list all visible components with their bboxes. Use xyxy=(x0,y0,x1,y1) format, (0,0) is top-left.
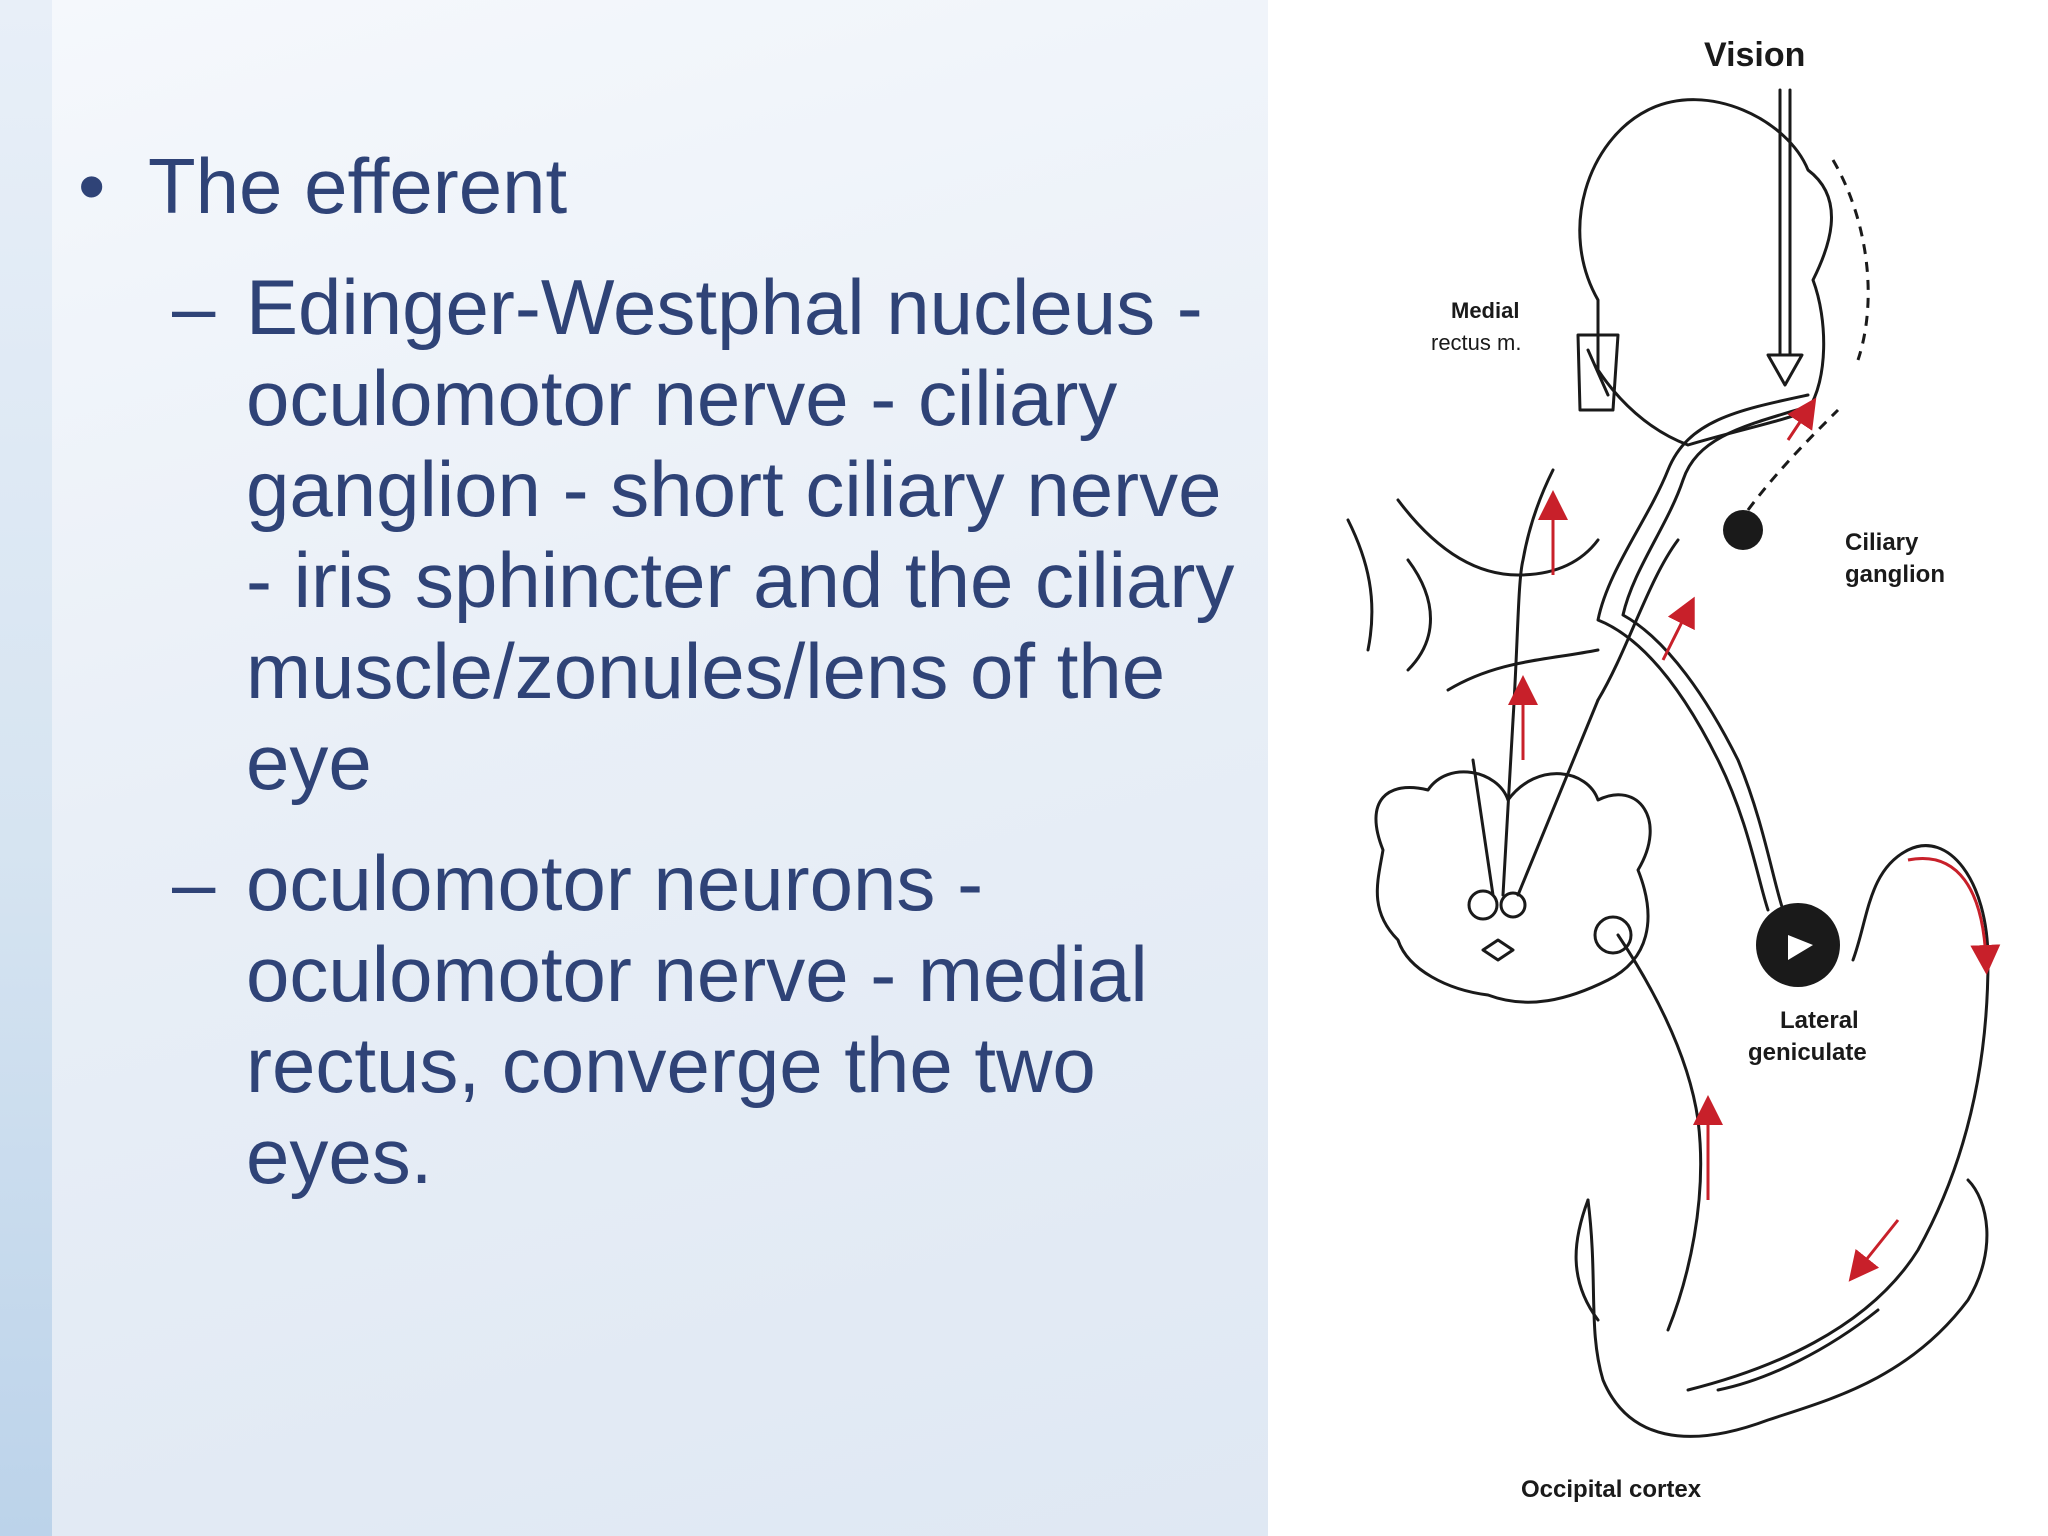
chiasm-left-lower xyxy=(1446,648,1600,692)
left-accent-strip xyxy=(0,0,52,1536)
vision-arrow-head xyxy=(1766,353,1804,387)
sub-bullet-list: – Edinger-Westphal nucleus - oculomotor … xyxy=(70,262,1234,1202)
chiasm-left-upper xyxy=(1396,498,1600,577)
label-ciliary-line1: Ciliary xyxy=(1845,529,1919,556)
label-lateral-line1: Lateral xyxy=(1780,1007,1859,1034)
label-vision: Vision xyxy=(1704,36,1805,74)
red-arrow xyxy=(1661,596,1695,661)
pretectal-nucleus xyxy=(1593,915,1633,955)
brain-left-edge xyxy=(1346,518,1374,652)
sub-bullet-medial-rectus: – oculomotor neurons - oculomotor nerve … xyxy=(70,838,1246,1202)
main-bullet-text: The efferent xyxy=(148,142,568,230)
text-panel xyxy=(52,0,1268,1536)
medial-rectus-muscle xyxy=(1576,333,1620,412)
ciliary-ganglion-body xyxy=(1723,510,1763,550)
label-occipital-cortex: Occipital cortex xyxy=(1521,1476,1702,1503)
diagram-panel xyxy=(1268,0,2048,1536)
red-arrow xyxy=(1907,857,2001,975)
near-reflex-pathway-diagram: Vision Medial rectus m. Ciliary ganglion… xyxy=(1346,36,2001,1503)
label-medial-rectus-line2: rectus m. xyxy=(1431,330,1521,355)
dash-marker: – xyxy=(172,839,216,927)
label-ciliary-line2: ganglion xyxy=(1845,561,1945,588)
ew-nucleus xyxy=(1467,889,1499,921)
optic-nerve-left xyxy=(1596,393,1810,912)
label-medial-rectus-line1: Medial xyxy=(1451,298,1519,323)
optic-nerve-right xyxy=(1621,403,1815,912)
occipital-cortex-outline xyxy=(1586,1178,1989,1438)
red-arrow xyxy=(1786,397,1817,441)
chiasm-left-curl xyxy=(1406,558,1432,672)
bullet-marker: • xyxy=(78,142,106,230)
sub-bullet-text: Edinger-Westphal nucleus - oculomotor ne… xyxy=(246,263,1235,806)
main-bullet: • The efferent xyxy=(70,140,1220,232)
label-lateral-line2: geniculate xyxy=(1748,1039,1867,1066)
eyeball-outline xyxy=(1578,98,1833,447)
bullet-list: • The efferent – Edinger-Westphal nucleu… xyxy=(70,140,1234,1232)
dash-marker: – xyxy=(172,263,216,351)
sub-bullet-text: oculomotor neurons - oculomotor nerve - … xyxy=(246,839,1148,1200)
sub-bullet-efferent-pupil: – Edinger-Westphal nucleus - oculomotor … xyxy=(70,262,1246,808)
red-arrow xyxy=(1848,1219,1900,1282)
midbrain-outline xyxy=(1374,770,1652,1004)
